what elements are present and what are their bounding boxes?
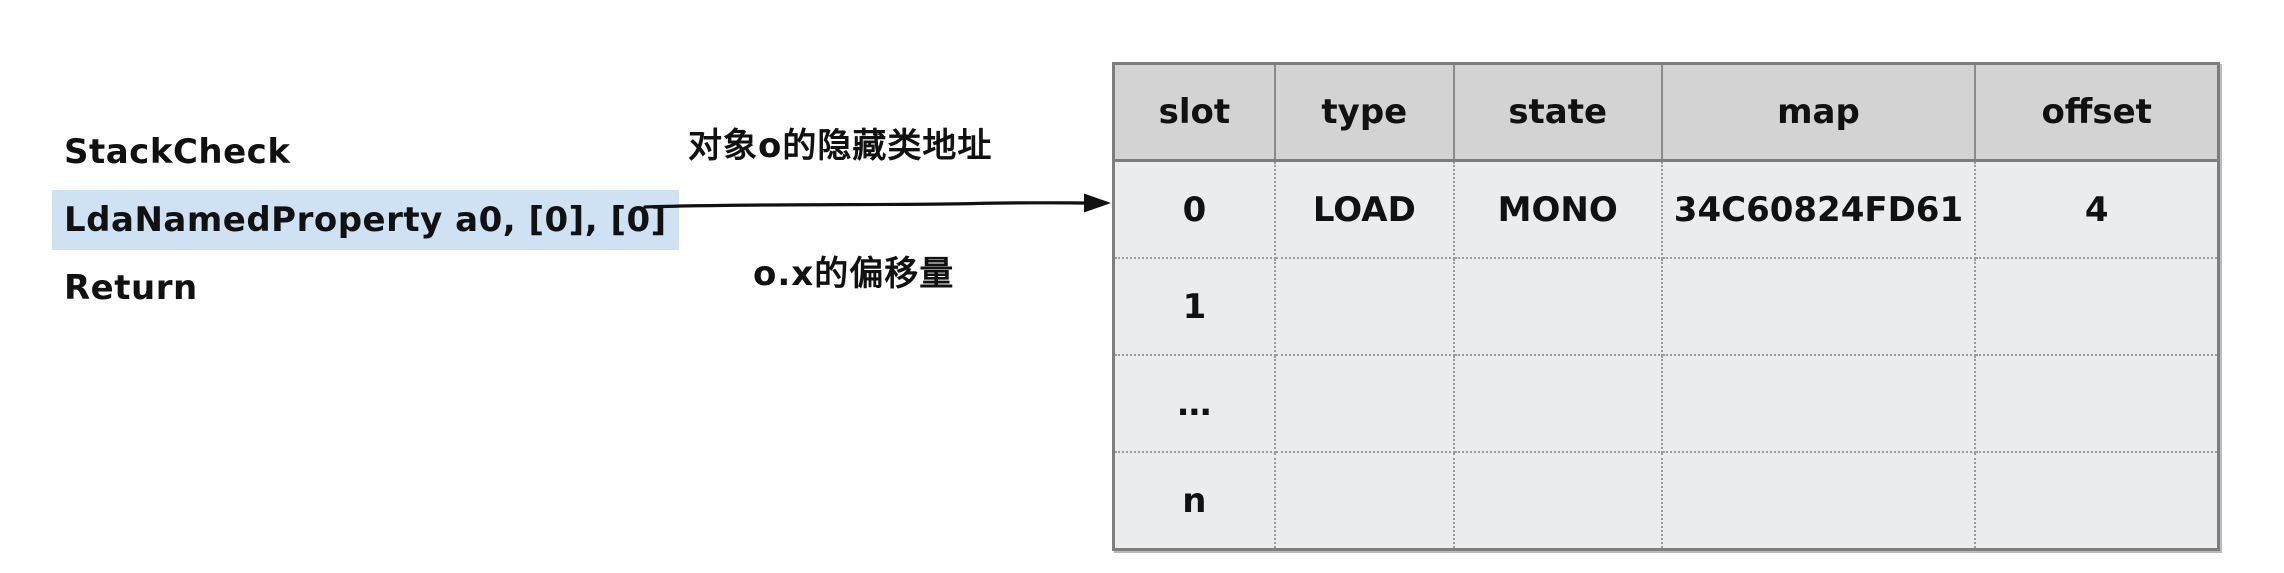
cell-state xyxy=(1453,355,1663,453)
column-header-state: state xyxy=(1453,63,1663,162)
cell-type: LOAD xyxy=(1274,160,1455,259)
table-row: 0 LOAD MONO 34C60824FD61 4 xyxy=(1113,160,2219,259)
table-row: … xyxy=(1113,355,2219,453)
cell-map xyxy=(1661,355,1977,453)
cell-offset: 4 xyxy=(1975,160,2219,259)
cell-offset xyxy=(1975,452,2219,550)
bytecode-highlighted-text: LdaNamedProperty a0, [0], [0] xyxy=(52,190,679,250)
cell-type xyxy=(1274,452,1455,550)
bytecode-text: StackCheck xyxy=(64,132,291,172)
bytecode-listing: StackCheck LdaNamedProperty a0, [0], [0]… xyxy=(52,118,679,322)
table-row: n xyxy=(1113,452,2219,550)
annotation-hidden-class-address: 对象o的隐藏类地址 xyxy=(688,126,993,166)
table-header-row: slot type state map offset xyxy=(1113,63,2219,162)
bytecode-line-return: Return xyxy=(52,254,679,322)
cell-map xyxy=(1661,452,1977,550)
cell-slot: … xyxy=(1113,355,1276,453)
column-header-offset: offset xyxy=(1975,63,2219,162)
bytecode-text: Return xyxy=(64,268,198,308)
cell-slot: n xyxy=(1113,452,1276,550)
column-header-slot: slot xyxy=(1113,63,1276,162)
bytecode-line-stackcheck: StackCheck xyxy=(52,118,679,186)
cell-state: MONO xyxy=(1453,160,1663,259)
column-header-map: map xyxy=(1661,63,1977,162)
cell-state xyxy=(1453,452,1663,550)
cell-type xyxy=(1274,258,1455,356)
table-row: 1 xyxy=(1113,258,2219,356)
cell-type xyxy=(1274,355,1455,453)
column-header-type: type xyxy=(1274,63,1455,162)
cell-map: 34C60824FD61 xyxy=(1661,160,1977,259)
cell-state xyxy=(1453,258,1663,356)
cell-slot: 0 xyxy=(1113,160,1276,259)
cell-slot: 1 xyxy=(1113,258,1276,356)
bytecode-line-ldanamedproperty: LdaNamedProperty a0, [0], [0] xyxy=(52,186,679,254)
cell-map xyxy=(1661,258,1977,356)
annotation-offset-of-ox: o.x的偏移量 xyxy=(753,254,955,294)
cell-offset xyxy=(1975,355,2219,453)
arrow-to-table-icon xyxy=(643,193,1111,213)
feedback-vector-table: slot type state map offset 0 LOAD MONO 3… xyxy=(1112,62,2220,551)
cell-offset xyxy=(1975,258,2219,356)
